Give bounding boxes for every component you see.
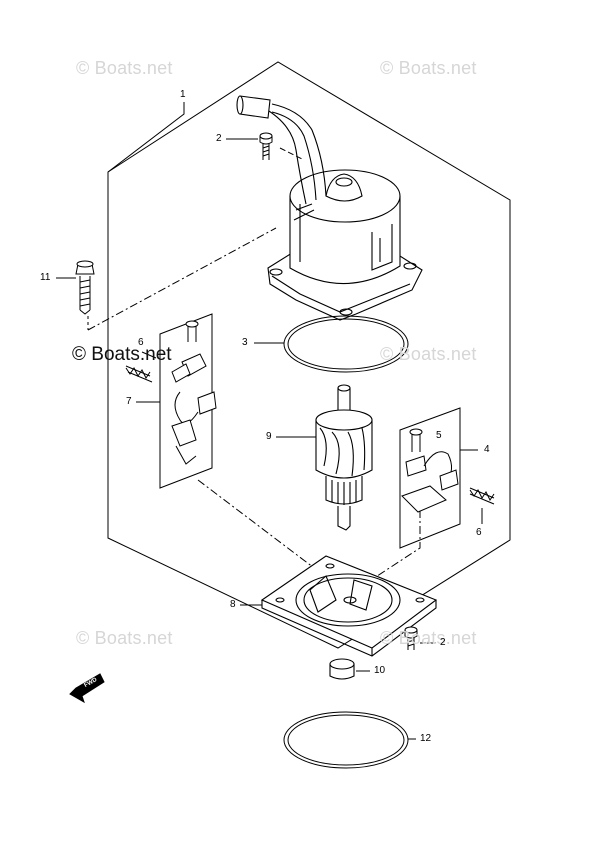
o-ring-3 <box>283 315 409 373</box>
watermark-top-right: © Boats.net <box>380 58 477 78</box>
callout-5: 5 <box>436 430 442 441</box>
callout-2-top: 2 <box>216 133 222 144</box>
cap-10 <box>329 658 355 680</box>
callout-2-bottom: 2 <box>440 637 446 648</box>
motor-housing <box>236 95 423 321</box>
watermark-top-left: © Boats.net <box>76 58 173 78</box>
screw-bottom <box>404 626 418 650</box>
o-ring-12 <box>283 711 409 769</box>
callout-12: 12 <box>420 733 432 744</box>
callout-3: 3 <box>242 337 248 348</box>
watermark-low-right: © Boats.net <box>380 628 477 648</box>
callout-6-left: 6 <box>138 337 144 348</box>
alignment-line-brush-right <box>367 510 421 583</box>
callout-11: 11 <box>40 272 51 283</box>
callout-10: 10 <box>374 665 386 676</box>
callout-8: 8 <box>230 599 236 610</box>
spring-left <box>125 365 153 383</box>
alignment-line-bolt <box>87 227 277 331</box>
callout-1: 1 <box>180 89 186 100</box>
armature-9 <box>315 384 373 531</box>
fwd-arrow-icon <box>69 673 105 704</box>
brush-assembly-7 <box>159 313 217 489</box>
callout-9: 9 <box>266 431 272 442</box>
spring-right <box>469 487 495 505</box>
callout-4: 4 <box>484 444 490 455</box>
watermark-mid-right: © Boats.net <box>380 344 477 364</box>
watermark-low-left: © Boats.net <box>76 628 173 648</box>
bolt-11 <box>75 260 95 315</box>
brush-assembly-4 <box>399 407 461 549</box>
alignment-line-brush-left <box>197 479 331 581</box>
watermark-mid-left: © Boats.net <box>72 344 172 365</box>
assembly-outline <box>107 61 511 649</box>
leader-2-top-ext <box>279 147 305 161</box>
leader-1 <box>107 102 185 173</box>
screw-top <box>259 132 273 160</box>
callout-7: 7 <box>126 396 132 407</box>
leader-6-left <box>141 351 157 359</box>
callout-6-right: 6 <box>476 527 482 538</box>
